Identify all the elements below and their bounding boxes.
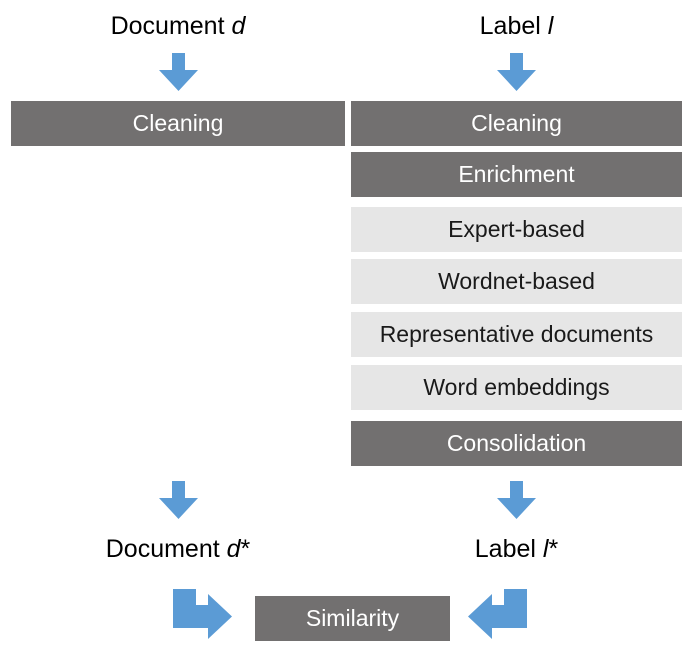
label-to-similarity-elbow-arrow [468, 589, 532, 644]
right-step-cleaning[interactable]: Cleaning [351, 101, 682, 146]
right-step-wordnet-based[interactable]: Wordnet-based [351, 259, 682, 304]
document-to-similarity-elbow-arrow [168, 589, 232, 644]
label-input-label-text: Label [479, 12, 548, 40]
label-input-symbol: l [547, 12, 554, 40]
document-output-label-text: Document [105, 535, 227, 563]
right-step-enrichment-label: Enrichment [458, 161, 575, 187]
right-step-word-embeddings-label: Word embeddings [423, 374, 610, 400]
label-input-arrow [497, 53, 536, 91]
right-step-expert-based[interactable]: Expert-based [351, 207, 682, 252]
document-input-label-text: Document [110, 12, 232, 40]
document-output-symbol: d [226, 535, 241, 563]
label-output-label: Label l* [351, 534, 682, 564]
document-input-symbol: d [231, 12, 246, 40]
right-step-cleaning-label: Cleaning [471, 110, 562, 136]
left-step-cleaning[interactable]: Cleaning [11, 101, 345, 146]
document-output-arrow [159, 481, 198, 519]
right-step-representative-documents[interactable]: Representative documents [351, 312, 682, 357]
label-output-symbol: l [542, 535, 549, 563]
left-step-cleaning-label: Cleaning [132, 110, 224, 136]
document-input-label: Document d [11, 11, 345, 41]
label-output-arrow [497, 481, 536, 519]
document-output-star: * [240, 535, 251, 563]
right-step-enrichment[interactable]: Enrichment [351, 152, 682, 197]
right-step-consolidation[interactable]: Consolidation [351, 421, 682, 466]
right-step-expert-based-label: Expert-based [448, 216, 585, 242]
right-step-word-embeddings[interactable]: Word embeddings [351, 365, 682, 410]
label-output-label-text: Label [474, 535, 543, 563]
right-step-wordnet-based-label: Wordnet-based [438, 268, 595, 294]
similarity-box[interactable]: Similarity [255, 596, 450, 641]
document-input-arrow [159, 53, 198, 91]
document-output-label: Document d* [11, 534, 345, 564]
right-step-representative-documents-label: Representative documents [379, 321, 654, 347]
label-input-label: Label l [351, 11, 682, 41]
right-step-consolidation-label: Consolidation [446, 430, 587, 456]
label-output-star: * [548, 535, 559, 563]
similarity-box-label: Similarity [305, 605, 400, 631]
